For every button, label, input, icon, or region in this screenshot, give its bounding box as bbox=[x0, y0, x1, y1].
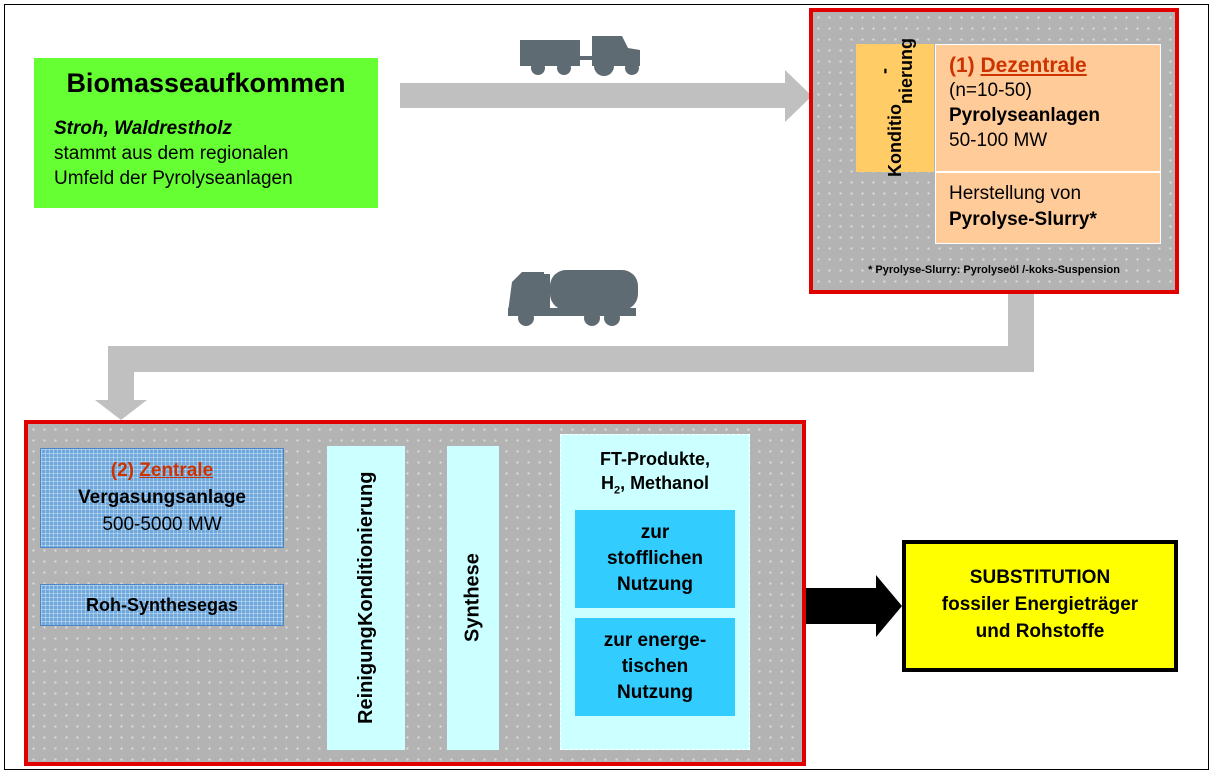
conditioning-line-1: Konditio bbox=[885, 104, 905, 178]
decentral-count: (n=10-50) bbox=[949, 80, 1032, 101]
decentral-product-line-1: Herstellung von bbox=[949, 183, 1082, 204]
energy-use-line-2: tischen bbox=[621, 656, 689, 677]
biomass-title-text: Biomasseaufkommen bbox=[66, 67, 346, 98]
energy-use-line-1: zur energe- bbox=[603, 630, 707, 651]
decentral-plant-type: Pyrolyseanlagen bbox=[949, 105, 1101, 126]
biomass-origin-2: Umfeld der Pyrolyseanlagen bbox=[54, 168, 293, 189]
slurry-footnote: * Pyrolyse-Slurry: Pyrolyseöl /-koks-Sus… bbox=[868, 264, 1120, 276]
products-h: H bbox=[600, 473, 614, 493]
decentral-title: Dezentrale bbox=[980, 54, 1087, 77]
products-title: FT-Produkte, H2, Methanol bbox=[561, 447, 749, 503]
material-use-box: zur stofflichen Nutzung bbox=[575, 510, 735, 608]
conditioning-step-label: Konditionierung bbox=[355, 471, 377, 627]
biomass-description: Stroh, Waldrestholz stammt aus dem regio… bbox=[34, 108, 378, 208]
central-prefix: (2) bbox=[110, 460, 140, 481]
substitution-box: SUBSTITUTION fossiler Energieträger und … bbox=[902, 540, 1178, 672]
central-gasification-plant: (2) Zentrale Vergasungsanlage 500-5000 M… bbox=[40, 448, 284, 548]
products-h-subscript: 2 bbox=[613, 484, 621, 497]
products-line-1: FT-Produkte, bbox=[599, 449, 710, 469]
decentral-prefix: (1) bbox=[949, 54, 981, 77]
raw-syngas-box: Roh-Synthesegas bbox=[40, 584, 284, 626]
material-use-line-2: stofflichen bbox=[606, 548, 704, 569]
material-use-line-1: zur bbox=[640, 522, 670, 543]
arrow-to-substitution bbox=[803, 575, 902, 637]
central-title: Zentrale bbox=[139, 460, 214, 481]
gasification-plant-label: Vergasungsanlage bbox=[78, 487, 246, 508]
tanker-truck-icon bbox=[508, 270, 638, 326]
diagram-frame bbox=[4, 4, 1209, 770]
conditioning-line-2: -nierung bbox=[874, 38, 916, 105]
substitution-line-3: und Rohstoffe bbox=[975, 621, 1105, 642]
arrow-return-horizontal bbox=[108, 346, 1034, 372]
material-use-line-3: Nutzung bbox=[617, 574, 693, 595]
biomass-title: Biomasseaufkommen bbox=[34, 58, 378, 108]
substitution-line-1: SUBSTITUTION bbox=[969, 567, 1111, 588]
gasification-power: 500-5000 MW bbox=[102, 514, 222, 535]
decentral-product-info: Herstellung von Pyrolyse-Slurry* bbox=[935, 172, 1161, 244]
tractor-icon bbox=[520, 36, 640, 76]
decentral-power: 50-100 MW bbox=[949, 130, 1048, 151]
biomass-origin-1: stammt aus dem regionalen bbox=[54, 143, 289, 164]
products-rest: , Methanol bbox=[620, 473, 710, 493]
cleaning-label: Reinigung bbox=[355, 626, 377, 725]
synthesis-label: Synthese bbox=[461, 553, 484, 643]
substitution-line-2: fossiler Energieträger bbox=[941, 594, 1139, 615]
energy-use-line-3: Nutzung bbox=[617, 682, 693, 703]
synthesis-box: Synthese bbox=[447, 446, 499, 750]
arrow-biomass-to-decentral bbox=[400, 70, 812, 122]
energy-use-box: zur energe- tischen Nutzung bbox=[575, 618, 735, 716]
decentral-product-line-2: Pyrolyse-Slurry* bbox=[949, 209, 1097, 230]
decentral-plant-info: (1) Dezentrale (n=10-50) Pyrolyseanlagen… bbox=[935, 44, 1161, 172]
products-line-2: H2, Methanol bbox=[561, 471, 749, 503]
arrow-into-central bbox=[95, 346, 147, 420]
conditioning-label: Konditio-nierung bbox=[856, 39, 934, 177]
biomass-sources: Stroh, Waldrestholz bbox=[54, 118, 233, 139]
